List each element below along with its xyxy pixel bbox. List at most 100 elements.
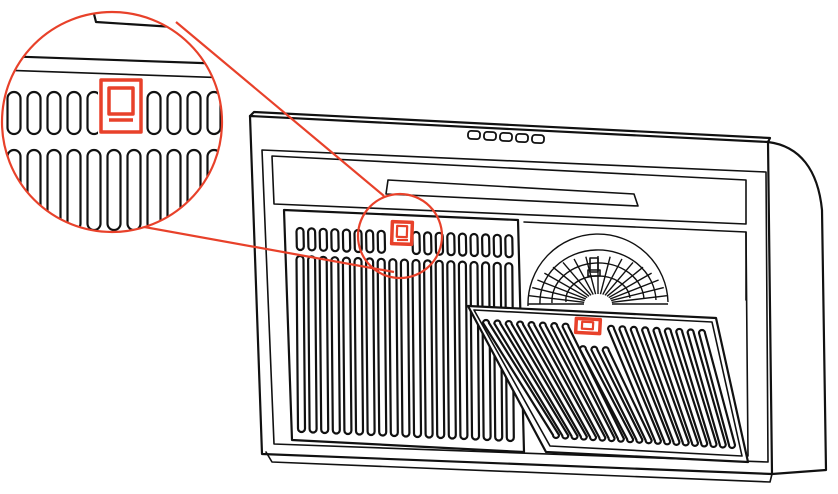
filter-slot xyxy=(480,261,492,442)
filter-slot xyxy=(606,324,662,445)
filter-slot xyxy=(146,148,162,232)
filter-slot xyxy=(341,228,352,253)
filter-slot xyxy=(166,148,182,232)
filter-slot xyxy=(422,259,434,439)
filter-slot xyxy=(341,256,353,436)
fan-spokes xyxy=(528,256,668,305)
fan-spoke xyxy=(552,266,590,297)
filter-slot xyxy=(388,258,399,438)
filter-slot xyxy=(422,231,433,256)
fan-spoke xyxy=(610,286,664,302)
filter-slot xyxy=(663,327,709,448)
filter-slot xyxy=(469,232,479,258)
detail-magnifier-circle xyxy=(0,10,224,234)
filter-slot xyxy=(550,322,616,443)
filter-slot xyxy=(434,259,446,440)
fan-spoke xyxy=(602,258,623,295)
filter-slot xyxy=(590,345,644,444)
filter-slot xyxy=(469,260,481,441)
fan-spoke xyxy=(573,258,594,295)
filter-slot xyxy=(295,254,307,434)
fan-spoke xyxy=(562,261,592,296)
filter-slot xyxy=(504,320,579,441)
filter-slot xyxy=(492,233,503,258)
filter-slot xyxy=(306,227,317,252)
filter-slot xyxy=(457,260,469,441)
filter-slot xyxy=(126,148,142,232)
filter-slot xyxy=(186,90,202,136)
filter-slot xyxy=(66,148,82,232)
filter-slot xyxy=(641,326,690,447)
filter-slot xyxy=(601,346,653,445)
fan-spoke xyxy=(608,272,652,299)
hood-body xyxy=(248,110,828,483)
filter-slot xyxy=(364,229,375,254)
fan-spoke xyxy=(528,294,585,303)
fan-spoke xyxy=(604,261,634,296)
filter-slot xyxy=(399,258,411,438)
filter-slot xyxy=(318,255,330,435)
filter-slot xyxy=(146,90,162,136)
filter-slot xyxy=(686,328,727,449)
control-panel xyxy=(467,129,545,145)
filter-slots xyxy=(481,318,737,450)
control-button[interactable] xyxy=(483,130,497,142)
filter-slot xyxy=(629,325,681,446)
filter-latch-icon[interactable] xyxy=(389,219,415,247)
control-button[interactable] xyxy=(515,132,529,144)
fan-spoke xyxy=(609,279,659,300)
filter-slot xyxy=(527,321,598,442)
filter-slot xyxy=(516,320,588,441)
filter-slot xyxy=(480,233,491,258)
filter-slot xyxy=(330,228,340,253)
fan-spoke xyxy=(537,279,587,300)
filter-slot xyxy=(697,328,737,450)
right-grease-filter xyxy=(466,304,750,464)
filter-latch-icon xyxy=(99,78,143,134)
filter-slot xyxy=(446,232,456,257)
filter-slots-lower xyxy=(295,254,515,443)
filter-slot xyxy=(446,260,457,440)
control-button[interactable] xyxy=(499,131,513,143)
filter-slot xyxy=(457,232,468,257)
filter-slot xyxy=(6,90,22,136)
filter-slot xyxy=(306,255,318,434)
filter-slot xyxy=(411,230,421,256)
filter-slot xyxy=(46,90,62,136)
detail-target-circle xyxy=(356,192,444,280)
left-grease-filter xyxy=(282,208,526,454)
fan-spoke xyxy=(532,286,586,302)
filter-slot xyxy=(652,326,700,447)
filter-slot xyxy=(353,256,365,436)
magnify-callout xyxy=(0,10,444,280)
filter-latch-icon[interactable] xyxy=(573,316,603,336)
fan-guard-icon xyxy=(523,221,747,307)
control-button[interactable] xyxy=(531,133,545,145)
filter-slot xyxy=(618,325,672,446)
filter-slot xyxy=(493,319,570,440)
filter-slot xyxy=(561,322,625,443)
filter-slot xyxy=(66,90,82,136)
filter-slot xyxy=(26,90,42,136)
filter-slot xyxy=(106,148,122,232)
filter-slot xyxy=(364,257,376,437)
filter-slot xyxy=(295,226,305,252)
fan-spoke xyxy=(611,294,668,303)
filter-slot xyxy=(504,234,514,259)
filter-slot xyxy=(86,148,102,232)
filter-slot xyxy=(376,257,388,437)
fan-spoke xyxy=(606,266,644,297)
filter-slot xyxy=(578,345,635,444)
filter-slot xyxy=(376,229,387,254)
fan-spoke xyxy=(544,272,588,299)
filter-slot xyxy=(318,227,329,252)
control-button[interactable] xyxy=(467,129,481,141)
filter-slot xyxy=(675,327,718,448)
fan-spoke xyxy=(599,256,611,295)
magnified-slots-lower xyxy=(6,148,222,232)
filter-slot xyxy=(411,258,423,439)
magnified-slots-upper xyxy=(6,90,222,136)
filter-slot xyxy=(481,318,561,440)
filter-slot xyxy=(330,256,341,435)
